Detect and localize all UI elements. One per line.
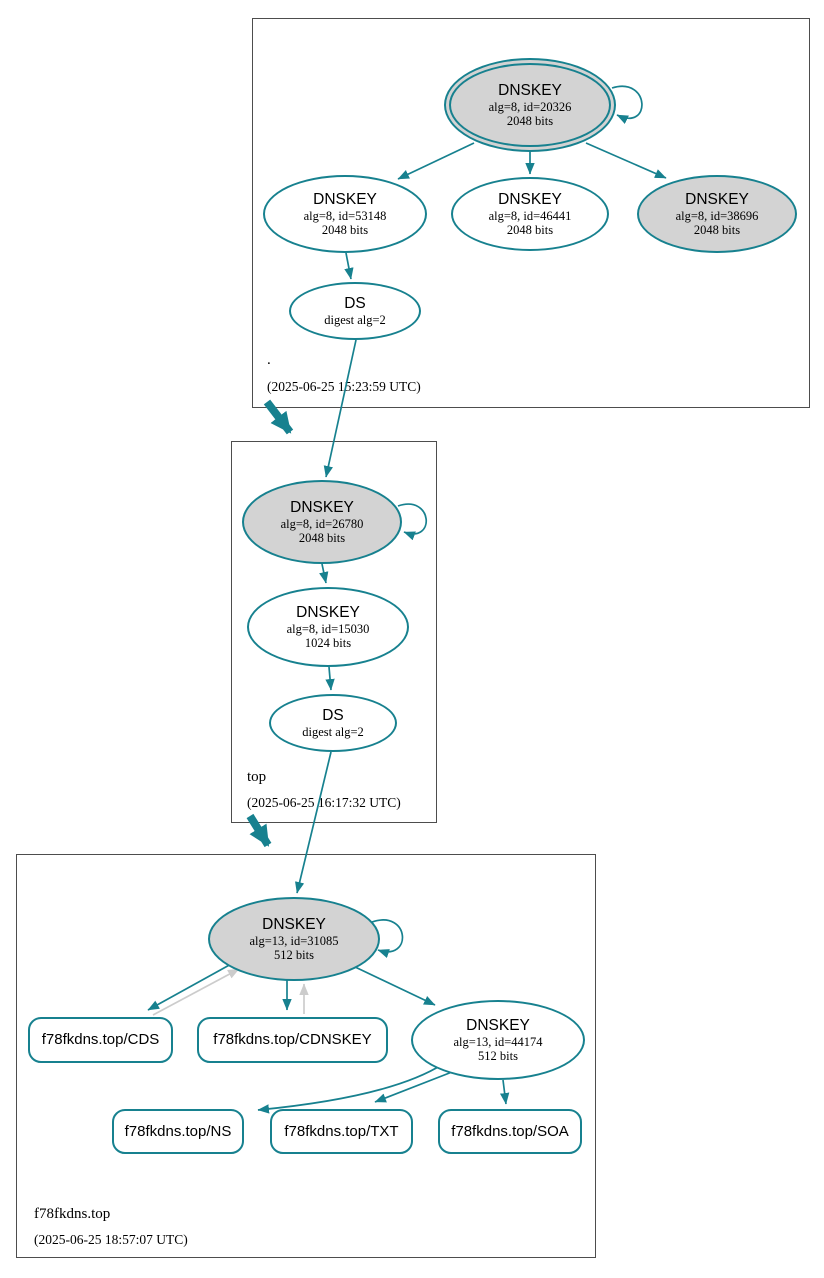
- dnskey-node-38696[interactable]: DNSKEY alg=8, id=38696 2048 bits: [637, 175, 797, 253]
- edge-rootksk-to-38696: [585, 142, 667, 179]
- rrset-label: f78fkdns.top/CDNSKEY: [213, 1031, 372, 1049]
- rrset-label: f78fkdns.top/CDS: [41, 1031, 160, 1049]
- node-bits: 512 bits: [478, 1048, 518, 1063]
- edge-15030-to-ds: [325, 666, 335, 691]
- zone-name-top: top: [247, 769, 267, 785]
- rrset-label: f78fkdns.top/TXT: [284, 1122, 399, 1140]
- delegation-arrow-top-to-f78fkdns: [246, 813, 272, 848]
- node-detail: alg=8, id=20326: [488, 99, 572, 114]
- node-detail: alg=8, id=26780: [280, 516, 364, 531]
- rrset-label: f78fkdns.top/SOA: [451, 1122, 569, 1140]
- self-loop-topksk: [397, 503, 427, 541]
- node-title: DS: [322, 706, 344, 724]
- node-detail: alg=13, id=44174: [453, 1034, 543, 1049]
- node-bits: 512 bits: [274, 947, 314, 962]
- node-title: DNSKEY: [296, 603, 360, 621]
- node-bits: 1024 bits: [304, 635, 352, 650]
- node-title: DNSKEY: [466, 1016, 530, 1034]
- node-title: DNSKEY: [685, 190, 749, 208]
- zone-timestamp-top: (2025-06-25 16:17:32 UTC): [247, 795, 401, 810]
- node-title: DNSKEY: [262, 915, 326, 933]
- self-loop-f78ksk: [371, 919, 404, 959]
- edge-rootds-to-topksk: [323, 339, 357, 478]
- node-bits: 2048 bits: [506, 222, 554, 237]
- node-detail: alg=8, id=46441: [488, 208, 572, 223]
- node-detail: alg=8, id=38696: [675, 208, 759, 223]
- edge-53148-to-ds: [344, 252, 354, 280]
- rrset-node-ns[interactable]: f78fkdns.top/NS: [112, 1109, 244, 1154]
- edge-44174-to-soa: [499, 1079, 510, 1105]
- edge-f78ksk-to-44174: [352, 965, 436, 1006]
- dnskey-node-53148[interactable]: DNSKEY alg=8, id=53148 2048 bits: [263, 175, 427, 253]
- dnskey-node-15030[interactable]: DNSKEY alg=8, id=15030 1024 bits: [247, 587, 409, 667]
- edge-rootksk-to-53148: [397, 142, 475, 180]
- ds-node-root[interactable]: DS digest alg=2: [289, 282, 421, 340]
- zone-timestamp-root: (2025-06-25 15:23:59 UTC): [267, 379, 421, 394]
- rrset-node-cds[interactable]: f78fkdns.top/CDS: [28, 1017, 173, 1063]
- node-bits: 2048 bits: [321, 222, 369, 237]
- zone-name-f78fkdns-top: f78fkdns.top: [34, 1206, 111, 1222]
- edge-topds-to-f78ksk: [295, 751, 332, 894]
- node-title: DS: [344, 294, 366, 312]
- zone-name-root: .: [267, 352, 271, 368]
- dnskey-node-20326[interactable]: DNSKEY alg=8, id=20326 2048 bits: [444, 58, 616, 152]
- dnskey-node-31085[interactable]: DNSKEY alg=13, id=31085 512 bits: [208, 897, 380, 981]
- node-title: DNSKEY: [498, 190, 562, 208]
- dnskey-node-44174[interactable]: DNSKEY alg=13, id=44174 512 bits: [411, 1000, 585, 1080]
- node-detail: digest alg=2: [302, 724, 364, 739]
- rrset-node-cdnskey[interactable]: f78fkdns.top/CDNSKEY: [197, 1017, 388, 1063]
- rrset-node-txt[interactable]: f78fkdns.top/TXT: [270, 1109, 413, 1154]
- ds-node-top[interactable]: DS digest alg=2: [269, 694, 397, 752]
- node-detail: digest alg=2: [324, 312, 386, 327]
- edge-44174-to-ns: [257, 1063, 444, 1114]
- node-title: DNSKEY: [498, 81, 562, 99]
- node-bits: 2048 bits: [298, 530, 346, 545]
- node-detail: alg=13, id=31085: [249, 933, 339, 948]
- node-bits: 2048 bits: [506, 113, 554, 128]
- rrset-label: f78fkdns.top/NS: [124, 1122, 232, 1140]
- node-detail: alg=8, id=15030: [286, 621, 370, 636]
- node-title: DNSKEY: [290, 498, 354, 516]
- edge-topksk-to-15030: [319, 563, 329, 584]
- node-bits: 2048 bits: [693, 222, 741, 237]
- edge-f78ksk-to-cds: [147, 962, 234, 1011]
- node-detail: alg=8, id=53148: [303, 208, 387, 223]
- dnskey-node-26780[interactable]: DNSKEY alg=8, id=26780 2048 bits: [242, 480, 402, 564]
- node-title: DNSKEY: [313, 190, 377, 208]
- dnskey-node-46441[interactable]: DNSKEY alg=8, id=46441 2048 bits: [451, 177, 609, 251]
- rrset-node-soa[interactable]: f78fkdns.top/SOA: [438, 1109, 582, 1154]
- delegation-arrow-root-to-top: [263, 399, 294, 435]
- edge-44174-to-txt: [374, 1071, 453, 1103]
- self-loop-rootksk: [611, 85, 643, 125]
- zone-timestamp-f78fkdns-top: (2025-06-25 18:57:07 UTC): [34, 1232, 188, 1247]
- edge-cds-to-f78ksk: [152, 968, 240, 1016]
